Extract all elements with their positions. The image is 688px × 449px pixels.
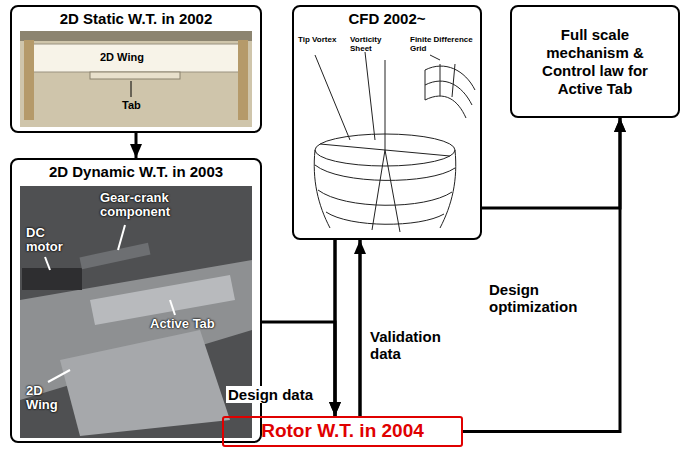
part-label: Vorticity Sheet bbox=[350, 36, 405, 54]
box-heading: CFD 2002~ bbox=[348, 10, 425, 28]
stage-box: Full scale mechanism & Control law for A… bbox=[510, 5, 680, 118]
part-label: Tab bbox=[122, 99, 141, 111]
part-label: Finite Difference Grid bbox=[410, 36, 478, 54]
flow-label: Validation data bbox=[368, 328, 472, 363]
flow-arrow bbox=[135, 133, 138, 158]
static-photo bbox=[20, 31, 252, 127]
stage-box: 2D Static W.T. in 2002 bbox=[10, 5, 262, 133]
box-heading: Full scale mechanism & Control law for A… bbox=[535, 26, 655, 98]
part-label: Active Tab bbox=[150, 317, 215, 331]
flow-arrow bbox=[333, 240, 337, 416]
box-heading: 2D Static W.T. in 2002 bbox=[60, 10, 213, 28]
flow-arrow bbox=[358, 240, 362, 416]
part-label: Tip Vortex bbox=[298, 36, 336, 45]
part-label: 2D Wing bbox=[26, 384, 71, 413]
box-heading: Rotor W.T. in 2004 bbox=[261, 420, 424, 443]
part-label: DC motor bbox=[26, 226, 76, 255]
flow-arrow bbox=[463, 118, 620, 432]
dynamic-photo bbox=[20, 186, 252, 438]
box-heading: 2D Dynamic W.T. in 2003 bbox=[49, 163, 223, 181]
part-label: 2D Wing bbox=[100, 51, 144, 63]
part-label: Gear-crank component bbox=[100, 191, 195, 220]
flow-label: Design optimization bbox=[487, 281, 606, 316]
flow-label: Design data bbox=[226, 386, 315, 403]
highlight-box: Rotor W.T. in 2004 bbox=[222, 416, 463, 447]
flow-arrow bbox=[482, 118, 620, 208]
cfd-sketch bbox=[314, 52, 475, 232]
